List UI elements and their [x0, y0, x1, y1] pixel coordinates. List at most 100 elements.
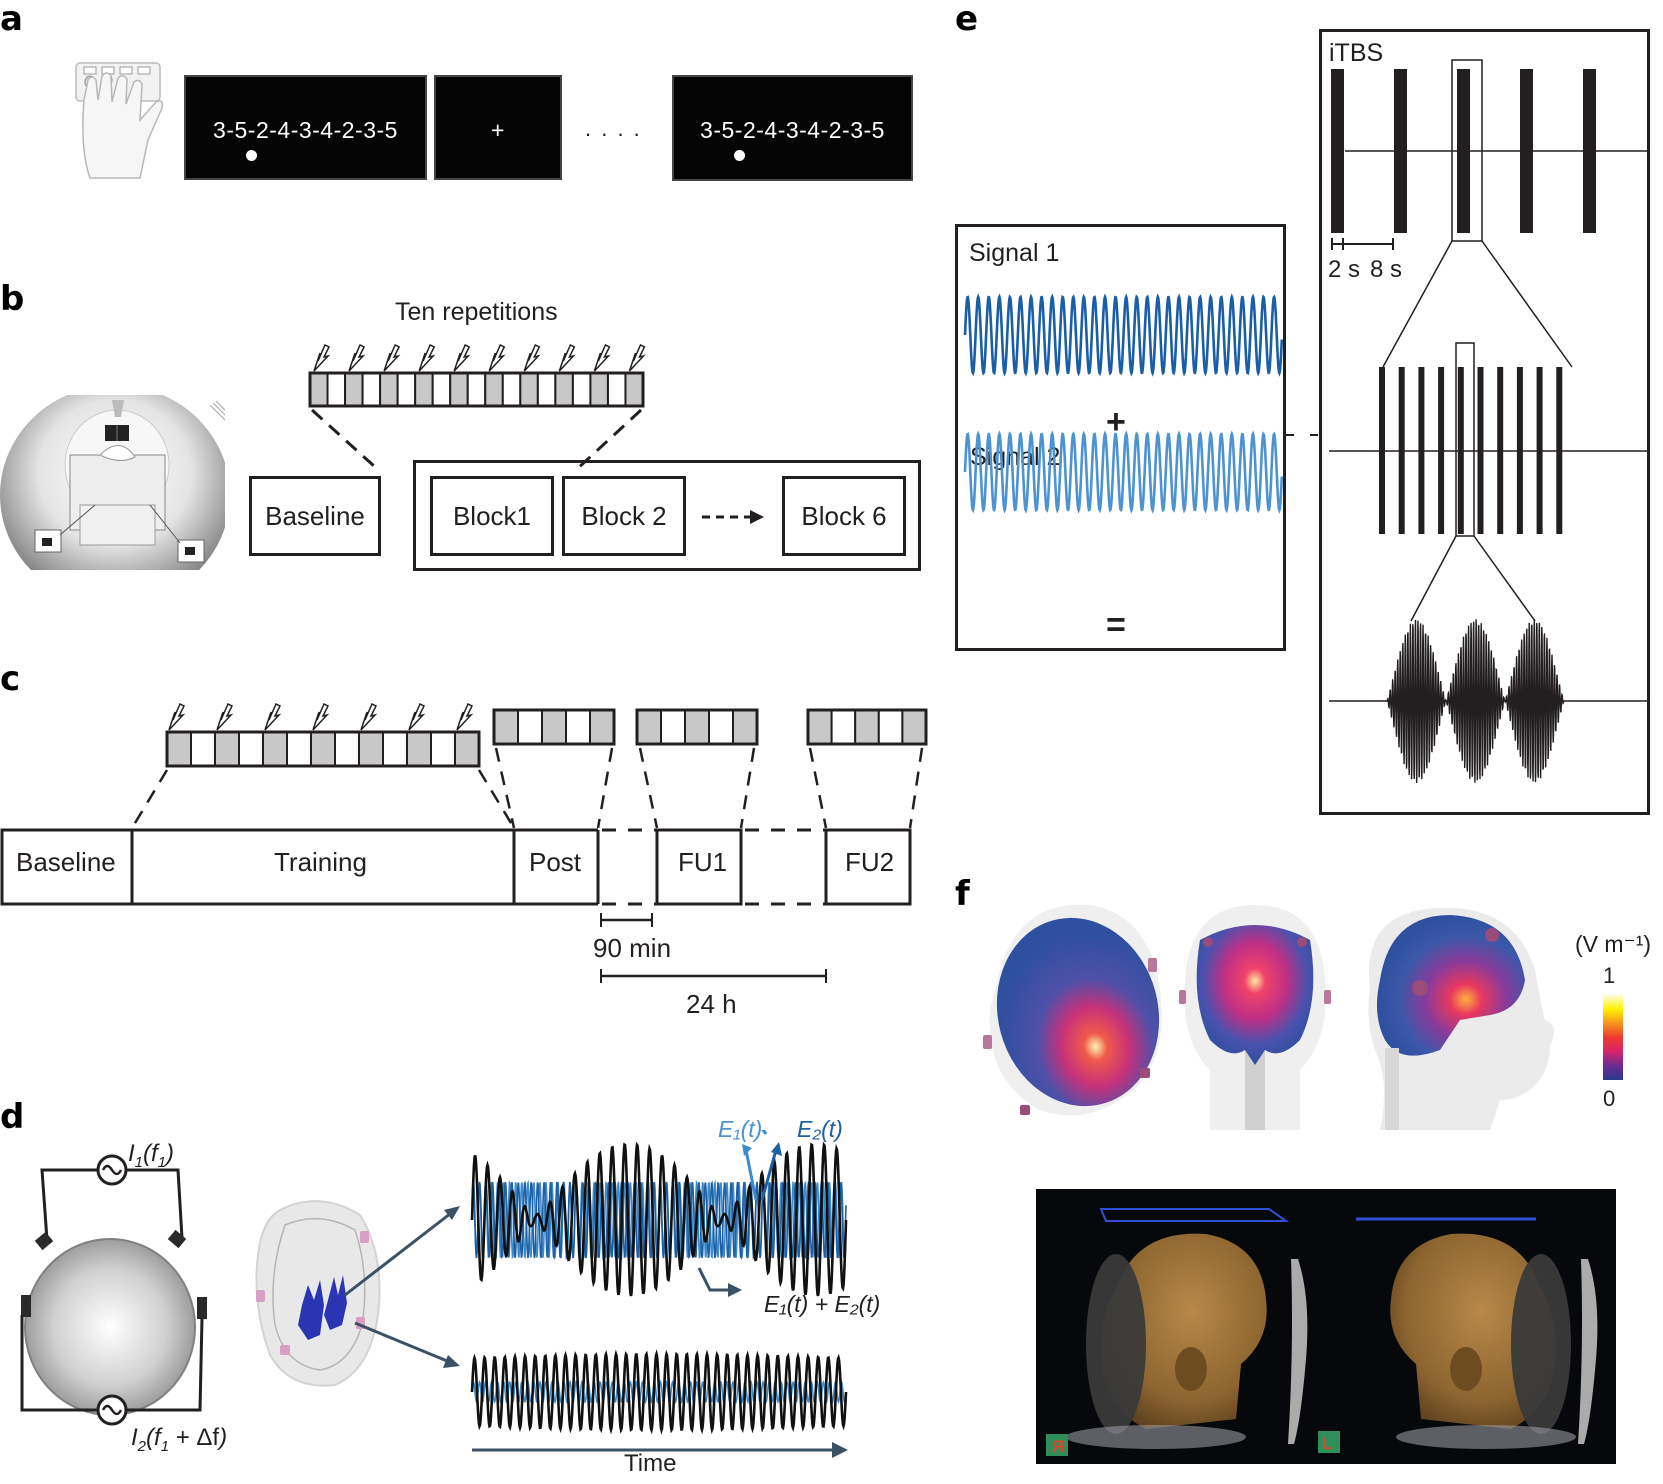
itbs-box [1319, 29, 1650, 815]
ellipsis: . . . . [585, 116, 642, 141]
zoom-guide-line [130, 769, 169, 829]
block-segment [660, 709, 686, 745]
stimulus-screen-last: 3-5-2-4-3-4-2-3-5 [672, 75, 913, 181]
strip-outline [635, 708, 759, 746]
block-segment [310, 731, 336, 767]
signal-2-wave [963, 430, 1284, 514]
hand-keypad-illustration [75, 62, 164, 179]
block-segment [190, 731, 216, 767]
stimulation-bolt-icon [348, 343, 366, 372]
block-segment [708, 709, 734, 745]
block-segment [466, 372, 487, 407]
timeline-post-label: Post [529, 847, 582, 877]
strip-outline [492, 708, 616, 746]
sum-field-label: E₁(t) + E₂(t) [764, 1291, 881, 1317]
current-1-label: I1(f1) [128, 1140, 175, 1171]
stimulation-bolt-icon [264, 702, 282, 731]
block-segment [382, 731, 408, 767]
block-segment [877, 709, 904, 745]
stimulation-bolt-icon [488, 343, 506, 372]
panel-label-d: d [0, 1097, 25, 1137]
block-2-box: Block 2 [562, 476, 686, 556]
block-1-box: Block1 [430, 476, 554, 556]
block-segment [431, 372, 452, 407]
fu1-box [655, 828, 743, 906]
zoom-box [1455, 342, 1475, 537]
timeline-baseline-label: Baseline [16, 847, 116, 877]
summed-field-wave [470, 1141, 848, 1297]
colorbar-max: 1 [1603, 963, 1616, 988]
stimulus-screen-1: 3-5-2-4-3-4-2-3-5 [184, 75, 427, 180]
block-segment [379, 372, 399, 407]
strip-outline [806, 708, 928, 746]
stimulation-bolt-icon [593, 343, 611, 372]
stimulation-train [1583, 69, 1596, 233]
block-segment [406, 731, 432, 767]
block-segment [536, 372, 557, 407]
field-2-label: E₂(t) [797, 1116, 843, 1142]
panel-label-c: c [0, 659, 21, 699]
zoom-box [1451, 59, 1483, 242]
scale-off-label: 8 s [1370, 256, 1403, 283]
fixation-cross: + [491, 117, 505, 143]
itbs-waveform [1329, 59, 1650, 784]
block-segment [854, 709, 880, 745]
block-segment [344, 372, 364, 407]
block-6-box: Block 6 [782, 476, 906, 556]
mri-rendering-left: R [1046, 1208, 1308, 1456]
current-2-label: I2(f1 + Δf) [131, 1424, 228, 1455]
mri-head-renderings: R L [1036, 1189, 1616, 1464]
stimulation-bolt-icon [313, 343, 331, 372]
theta-burst [1418, 367, 1425, 534]
cue-dot [734, 150, 745, 161]
block-segment [684, 709, 710, 745]
interval-24h-label: 24 h [686, 989, 737, 1019]
baseline-label: Baseline [265, 500, 365, 531]
stimulation-bolt-icon [456, 702, 474, 731]
itbs-label: iTBS [1329, 39, 1384, 67]
carrier-signals [963, 293, 1284, 514]
theta-burst [1516, 367, 1523, 534]
block-segment [326, 372, 347, 407]
field-1-arrow [744, 1149, 758, 1201]
stimulation-bolt-icon [558, 343, 576, 372]
block-segment [830, 709, 857, 745]
block-segment [238, 731, 264, 767]
block-segment [214, 731, 240, 767]
zoom-guide-line [596, 747, 614, 829]
timeline-fu2-label: FU2 [845, 847, 895, 877]
stimulation-bolt-icon [418, 343, 436, 372]
block-6-label: Block 6 [801, 500, 887, 531]
timeline-training-label: Training [274, 847, 367, 877]
arrowhead [771, 1142, 782, 1156]
marker-r: R [1052, 1437, 1064, 1456]
stimulation-train [1457, 69, 1470, 233]
zoom-guide-line [908, 747, 924, 829]
panel-label-e: e [955, 0, 979, 39]
block-segment [554, 372, 574, 407]
summed-field-wave-offtarget [470, 1349, 848, 1435]
pointer-arrows [344, 1206, 460, 1368]
block-segment [358, 731, 384, 767]
block-segment [262, 731, 288, 767]
signal-sum-box [955, 224, 1286, 651]
stimulation-train [1394, 69, 1407, 233]
zoom-guide-line [1481, 240, 1573, 368]
time-axis-label: Time [624, 1450, 677, 1477]
plus-sign: + [1106, 403, 1126, 441]
theta-burst [1379, 367, 1385, 534]
target-region [298, 1275, 347, 1340]
sequence-text: 3-5-2-4-3-4-2-3-5 [700, 117, 885, 143]
theta-burst [1438, 367, 1445, 534]
field-1-label: E₁(t) [718, 1116, 763, 1142]
stimulation-train [1331, 69, 1344, 233]
time-axis-arrowhead [832, 1442, 848, 1458]
interval-90min-label: 90 min [593, 933, 672, 963]
block-segment [589, 372, 609, 407]
panel-label-b: b [0, 279, 25, 319]
field-2-arrow [760, 1149, 778, 1201]
scale-on-label: 2 s [1328, 256, 1361, 283]
theta-burst [1477, 367, 1484, 534]
block-segment [286, 731, 312, 767]
head-model-with-target [255, 1200, 381, 1387]
